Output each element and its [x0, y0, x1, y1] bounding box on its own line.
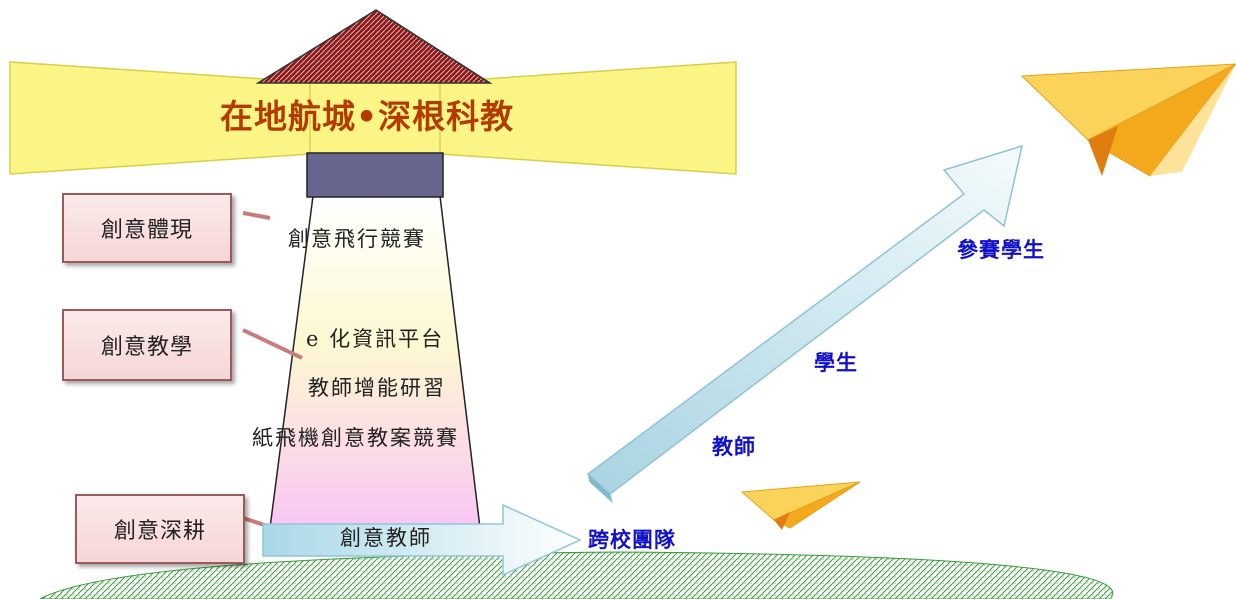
lighthouse-roof — [255, 9, 493, 84]
connector-line — [242, 328, 303, 360]
paper-plane-icon — [740, 481, 861, 530]
growth-arrow — [586, 144, 1024, 495]
label-cross-school-team: 跨校團隊 — [588, 527, 676, 552]
team-arrow — [262, 503, 582, 577]
label-students: 學生 — [814, 350, 858, 375]
item-creative-teacher: 創意教師 — [340, 526, 432, 550]
lantern-block — [306, 152, 444, 198]
label-teachers: 教師 — [712, 434, 756, 459]
label-creative-embodiment: 創意體現 — [62, 193, 232, 263]
connector-line — [242, 211, 271, 220]
label-creative-teaching: 創意教學 — [62, 309, 232, 381]
item-e-platform: e 化資訊平台 — [306, 327, 445, 351]
green-hill — [39, 551, 1114, 599]
paper-plane-icon — [1020, 63, 1236, 177]
diagram-title: 在地航城•深根科教 — [220, 97, 515, 136]
item-flight-competition: 創意飛行競賽 — [288, 227, 426, 251]
label-participating-students: 參賽學生 — [957, 237, 1045, 262]
item-teacher-training: 教師增能研習 — [308, 376, 446, 400]
label-creative-deepening: 創意深耕 — [75, 494, 245, 564]
item-lesson-plan-competition: 紙飛機創意教案競賽 — [252, 426, 459, 450]
